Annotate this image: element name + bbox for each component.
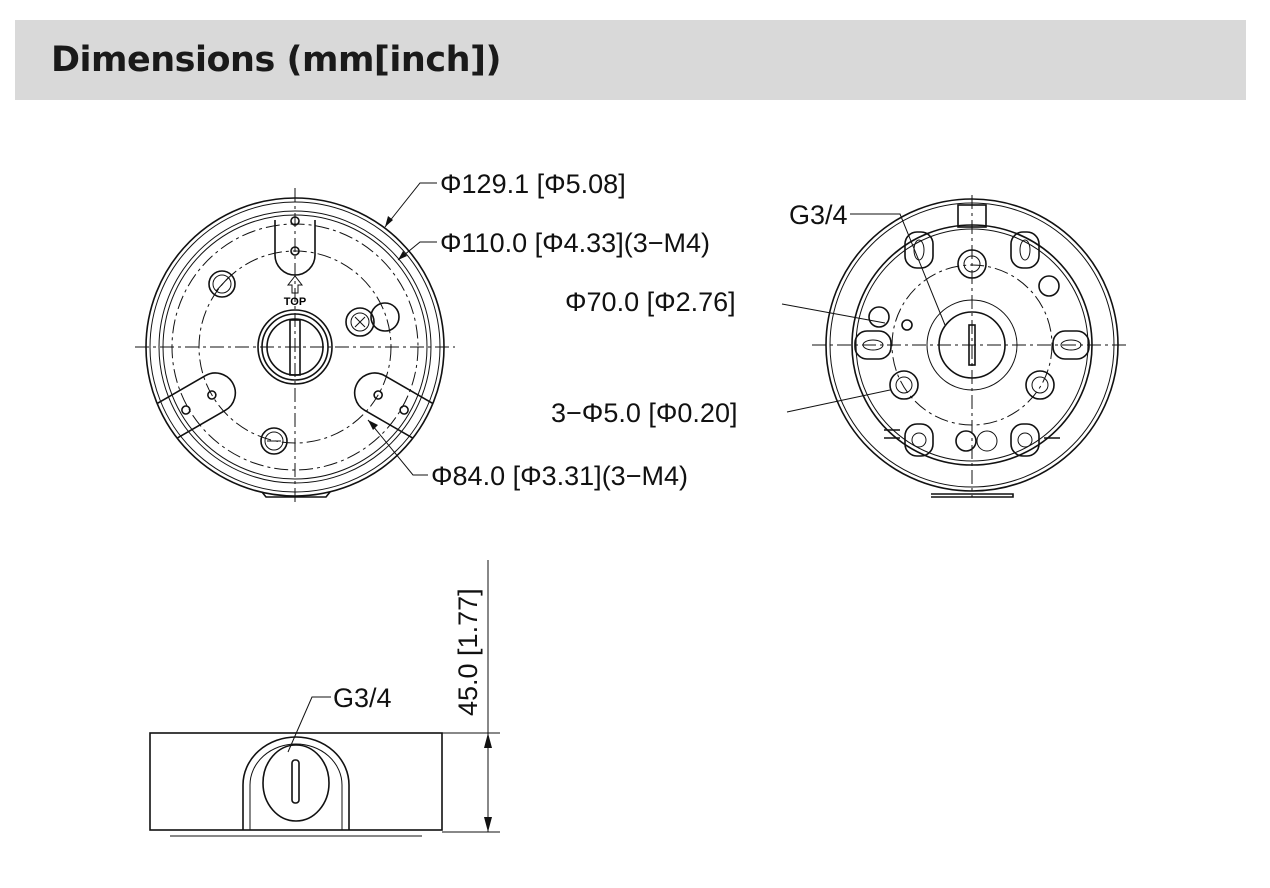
- section-header: Dimensions (mm[inch]): [15, 20, 1246, 100]
- back-view: [812, 195, 1130, 498]
- side-view: [149, 560, 500, 837]
- section-title: Dimensions (mm[inch]): [51, 40, 502, 80]
- leader-lines: [287, 182, 946, 753]
- label-mount-diameter-84: Φ84.0 [Φ3.31](3−M4): [431, 461, 688, 491]
- front-view: TOP: [135, 188, 455, 505]
- mount-tabs: [854, 231, 1090, 457]
- label-thread-side: G3/4: [333, 683, 392, 713]
- label-inner-diameter-70: Φ70.0 [Φ2.76]: [565, 287, 736, 317]
- label-mount-diameter-110: Φ110.0 [Φ4.33](3−M4): [440, 228, 710, 258]
- label-height: 45.0 [1.77]: [453, 588, 483, 716]
- label-outer-diameter: Φ129.1 [Φ5.08]: [440, 169, 626, 199]
- label-holes: 3−Φ5.0 [Φ0.20]: [551, 398, 737, 428]
- label-thread-back: G3/4: [789, 200, 848, 230]
- top-marker: TOP: [284, 296, 306, 308]
